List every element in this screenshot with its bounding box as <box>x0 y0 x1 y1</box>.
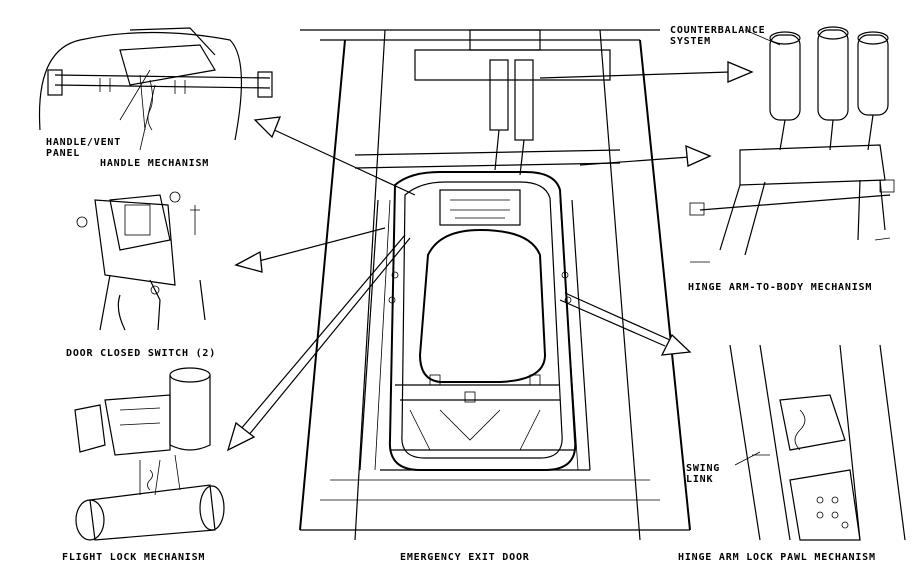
label-door-closed-switch: DOOR CLOSED SWITCH (2) <box>66 348 217 359</box>
arrow-flight-lock <box>226 421 256 452</box>
label-handle-vent-panel-line: HANDLE/VENT PANEL <box>46 137 122 159</box>
arrow-hinge-arm-to-body <box>685 144 712 167</box>
handle-mechanism-drawing <box>38 27 273 141</box>
label-counterbalance-system-line: COUNTERBALANCE SYSTEM <box>670 25 766 47</box>
label-handle-mechanism: HANDLE MECHANISM <box>100 158 210 169</box>
label-flight-lock-mechanism: FLIGHT LOCK MECHANISM <box>62 552 206 563</box>
flight-lock-mechanism-drawing <box>74 367 225 541</box>
callout-arrows <box>119 29 781 466</box>
emergency-exit-door-drawing <box>299 29 691 541</box>
arrow-handle-mechanism <box>253 116 282 139</box>
label-swing-link-line: SWING LINK <box>686 463 721 485</box>
label-hinge-arm-to-body: HINGE ARM-TO-BODY MECHANISM <box>688 282 873 293</box>
arrow-counterbalance <box>727 61 754 83</box>
label-counterbalance-system: COUNTERBALANCE SYSTEM <box>670 25 790 47</box>
label-handle-vent-panel: HANDLE/VENT PANEL <box>46 137 166 159</box>
hinge-arm-to-body-drawing <box>689 26 895 263</box>
label-hinge-arm-lock-pawl: HINGE ARM LOCK PAWL MECHANISM <box>678 552 876 563</box>
arrow-door-closed-switch <box>234 250 263 273</box>
arrow-hinge-arm-lock-pawl <box>660 333 692 356</box>
door-closed-switch-drawing <box>76 191 206 331</box>
hinge-arm-lock-pawl-drawing <box>729 344 906 541</box>
label-emergency-exit-door: EMERGENCY EXIT DOOR <box>400 552 530 563</box>
label-swing-link: SWING LINK <box>686 463 806 485</box>
